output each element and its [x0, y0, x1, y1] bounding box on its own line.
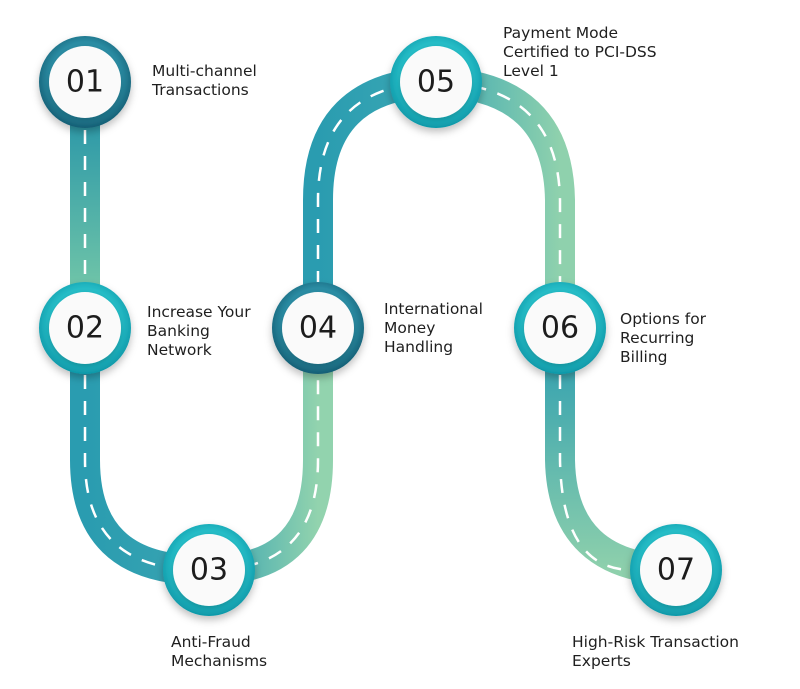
- label-line: Transactions: [152, 81, 249, 99]
- milestone-number: 05: [417, 65, 455, 100]
- label-line: Money: [384, 319, 436, 337]
- step-02-label: Increase Your Banking Network: [147, 303, 251, 360]
- milestone-disc: [524, 292, 596, 364]
- milestone-disc: [173, 534, 245, 606]
- milestone-disc: [400, 46, 472, 118]
- milestone-number: 04: [299, 311, 337, 346]
- milestone-03: 03: [163, 524, 255, 616]
- milestone-04: 04: [272, 282, 364, 374]
- label-line: Options for: [620, 310, 707, 328]
- label-line: Mechanisms: [171, 652, 268, 670]
- label-line: Recurring: [620, 329, 695, 347]
- milestone-number: 07: [657, 553, 695, 588]
- milestone-disc: [640, 534, 712, 606]
- step-05-label: Payment Mode Certified to PCI-DSS Level …: [503, 24, 657, 81]
- milestone-disc: [49, 292, 121, 364]
- milestone-01: 01: [39, 36, 131, 128]
- label-line: Banking: [147, 322, 210, 340]
- milestone-disc: [282, 292, 354, 364]
- milestone-number: 02: [66, 311, 104, 346]
- label-line: Certified to PCI-DSS: [503, 43, 657, 61]
- milestone-number: 06: [541, 311, 579, 346]
- milestone-number: 01: [66, 65, 104, 100]
- step-03-label: Anti-Fraud Mechanisms: [171, 633, 267, 671]
- label-line: Increase Your: [147, 303, 251, 321]
- label-line: International: [384, 300, 483, 318]
- step-01-label: Multi-channel Transactions: [152, 62, 257, 100]
- step-07-label: High-Risk Transaction Experts: [572, 633, 739, 671]
- step-04-label: International Money Handling: [384, 300, 483, 357]
- label-line: Level 1: [503, 62, 559, 80]
- step-06-label: Options for Recurring Billing: [620, 310, 706, 367]
- label-line: Network: [147, 341, 212, 359]
- label-line: Experts: [572, 652, 631, 670]
- milestone-07: 07: [630, 524, 722, 616]
- label-line: Billing: [620, 348, 668, 366]
- dash-line-04-05-06: [316, 80, 562, 285]
- milestone-06: 06: [514, 282, 606, 374]
- milestones: 01 02 03 04 05 06 07: [39, 36, 722, 616]
- milestone-disc: [49, 46, 121, 118]
- label-line: High-Risk Transaction: [572, 633, 739, 651]
- milestone-02: 02: [39, 282, 131, 374]
- label-line: Multi-channel: [152, 62, 257, 80]
- milestone-number: 03: [190, 553, 228, 588]
- dash-line-06-07: [558, 375, 631, 572]
- label-line: Payment Mode: [503, 24, 619, 42]
- label-line: Handling: [384, 338, 454, 356]
- label-line: Anti-Fraud: [171, 633, 251, 651]
- milestone-05: 05: [390, 36, 482, 128]
